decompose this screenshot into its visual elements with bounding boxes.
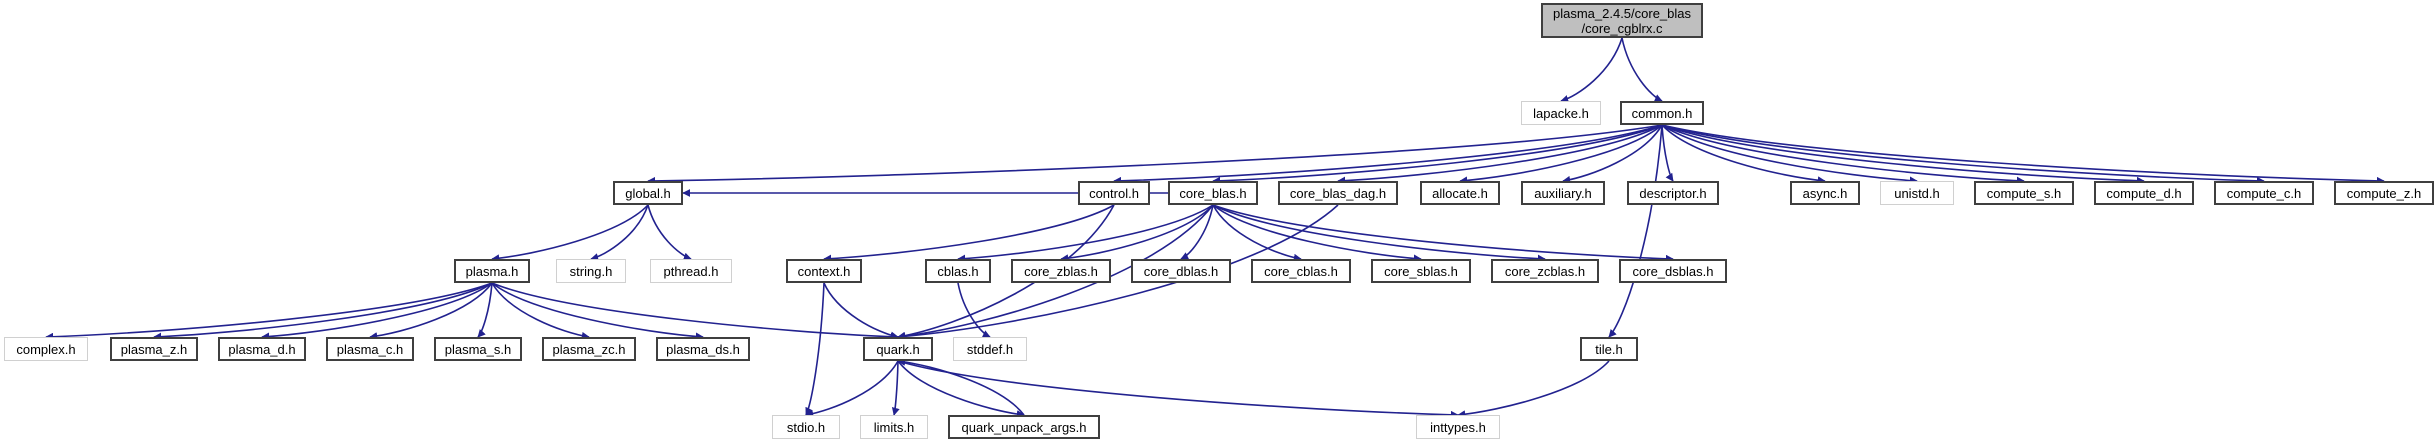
graph-node-quark[interactable]: quark.h	[863, 337, 933, 361]
graph-edge-quark-to-inttypes	[897, 360, 1459, 419]
graph-edge-common-to-compute_c	[1661, 124, 2265, 185]
graph-edge-common-to-compute_d	[1661, 124, 2145, 185]
graph-edge-common-to-core_blas	[1212, 124, 1663, 185]
graph-edge-context-to-stdio	[805, 282, 825, 416]
graph-node-stdio[interactable]: stdio.h	[772, 415, 840, 439]
graph-node-complex[interactable]: complex.h	[4, 337, 88, 361]
graph-edge-plasma-to-plasma_c	[369, 282, 493, 341]
graph-node-plasma_c[interactable]: plasma_c.h	[326, 337, 414, 361]
graph-node-core_blas[interactable]: core_blas.h	[1168, 181, 1258, 205]
graph-edge-global-to-string	[590, 204, 649, 261]
graph-edge-global-to-pthread	[647, 204, 692, 261]
graph-edge-core_blas-to-core_zcblas	[1212, 204, 1546, 263]
graph-edge-tile-to-inttypes	[1457, 360, 1610, 419]
graph-node-core_zblas[interactable]: core_zblas.h	[1011, 259, 1111, 283]
graph-node-plasma_zc[interactable]: plasma_zc.h	[542, 337, 636, 361]
graph-node-quark_unpack_args[interactable]: quark_unpack_args.h	[948, 415, 1100, 439]
graph-node-compute_c[interactable]: compute_c.h	[2214, 181, 2314, 205]
graph-edge-common-to-global	[647, 124, 1663, 185]
graph-node-compute_d[interactable]: compute_d.h	[2094, 181, 2194, 205]
graph-edge-common-to-unistd	[1661, 124, 1918, 185]
graph-edge-common-to-compute_z	[1661, 124, 2385, 185]
graph-node-pthread[interactable]: pthread.h	[650, 259, 732, 283]
graph-edge-core_blas-to-core_dsblas	[1212, 204, 1674, 263]
graph-edge-core_blas-to-core_sblas	[1212, 204, 1422, 263]
graph-node-core_zcblas[interactable]: core_zcblas.h	[1491, 259, 1599, 283]
graph-edge-root-to-common	[1621, 37, 1663, 102]
graph-edge-common-to-tile	[1608, 124, 1663, 338]
graph-node-compute_z[interactable]: compute_z.h	[2334, 181, 2434, 205]
graph-node-allocate[interactable]: allocate.h	[1420, 181, 1500, 205]
graph-node-string[interactable]: string.h	[556, 259, 626, 283]
graph-node-descriptor[interactable]: descriptor.h	[1627, 181, 1719, 205]
graph-edge-core_blas-to-core_zblas	[1060, 204, 1214, 263]
graph-edge-quark_unpack_args-to-quark	[897, 357, 1025, 416]
graph-edge-plasma-to-plasma_ds	[491, 282, 704, 341]
graph-node-inttypes[interactable]: inttypes.h	[1416, 415, 1500, 439]
graph-node-plasma_z[interactable]: plasma_z.h	[110, 337, 198, 361]
graph-node-lapacke[interactable]: lapacke.h	[1521, 101, 1601, 125]
graph-edge-common-to-compute_s	[1661, 124, 2025, 185]
graph-node-core_blas_dag[interactable]: core_blas_dag.h	[1278, 181, 1398, 205]
graph-edge-quark-to-limits	[891, 360, 900, 416]
graph-edge-common-to-auxiliary	[1562, 124, 1663, 184]
graph-node-context[interactable]: context.h	[786, 259, 862, 283]
graph-node-compute_s[interactable]: compute_s.h	[1974, 181, 2074, 205]
graph-node-plasma[interactable]: plasma.h	[454, 259, 530, 283]
graph-node-core_cblas[interactable]: core_cblas.h	[1251, 259, 1351, 283]
graph-edge-common-to-async	[1661, 124, 1826, 185]
graph-edge-quark-to-quark_unpack_args	[897, 360, 1025, 419]
graph-node-unistd[interactable]: unistd.h	[1880, 181, 1954, 205]
graph-node-plasma_ds[interactable]: plasma_ds.h	[656, 337, 750, 361]
graph-node-limits[interactable]: limits.h	[860, 415, 928, 439]
graph-node-core_sblas[interactable]: core_sblas.h	[1371, 259, 1471, 283]
graph-node-core_dblas[interactable]: core_dblas.h	[1131, 259, 1231, 283]
graph-edge-plasma-to-plasma_d	[261, 282, 493, 341]
graph-edge-global-to-plasma	[491, 204, 649, 263]
graph-node-control[interactable]: control.h	[1078, 181, 1150, 205]
graph-edge-common-to-descriptor	[1661, 124, 1674, 182]
graph-edge-cblas-to-stddef	[957, 282, 991, 338]
graph-edge-common-to-core_blas_dag	[1337, 124, 1663, 185]
graph-edge-root-to-lapacke	[1560, 37, 1623, 103]
graph-node-global[interactable]: global.h	[613, 181, 683, 205]
graph-edge-core_blas-to-core_dblas	[1180, 204, 1214, 260]
graph-edge-core_blas-to-cblas	[957, 204, 1214, 263]
graph-edge-quark-to-stdio	[805, 360, 899, 418]
graph-node-plasma_s[interactable]: plasma_s.h	[434, 337, 522, 361]
graph-node-common[interactable]: common.h	[1620, 101, 1704, 125]
graph-edge-plasma-to-plasma_zc	[491, 282, 590, 340]
graph-edge-control-to-context	[823, 204, 1115, 263]
graph-node-cblas[interactable]: cblas.h	[925, 259, 991, 283]
graph-edge-plasma-to-plasma_z	[153, 282, 493, 341]
graph-edge-core_blas-to-core_cblas	[1212, 204, 1302, 262]
graph-node-plasma_d[interactable]: plasma_d.h	[218, 337, 306, 361]
graph-node-auxiliary[interactable]: auxiliary.h	[1521, 181, 1605, 205]
graph-edge-context-to-quark	[823, 282, 899, 340]
graph-node-core_dsblas[interactable]: core_dsblas.h	[1619, 259, 1727, 283]
graph-node-async[interactable]: async.h	[1790, 181, 1860, 205]
graph-node-tile[interactable]: tile.h	[1580, 337, 1638, 361]
graph-node-stddef[interactable]: stddef.h	[953, 337, 1027, 361]
graph-edge-common-to-allocate	[1459, 124, 1663, 185]
graph-edge-plasma-to-complex	[45, 282, 493, 341]
graph-edge-common-to-control	[1113, 124, 1663, 185]
graph-edge-plasma-to-plasma_s	[477, 282, 493, 338]
graph-edge-plasma-to-quark	[491, 282, 899, 341]
graph-node-root[interactable]: plasma_2.4.5/core_blas /core_cgblrx.c	[1541, 3, 1703, 38]
